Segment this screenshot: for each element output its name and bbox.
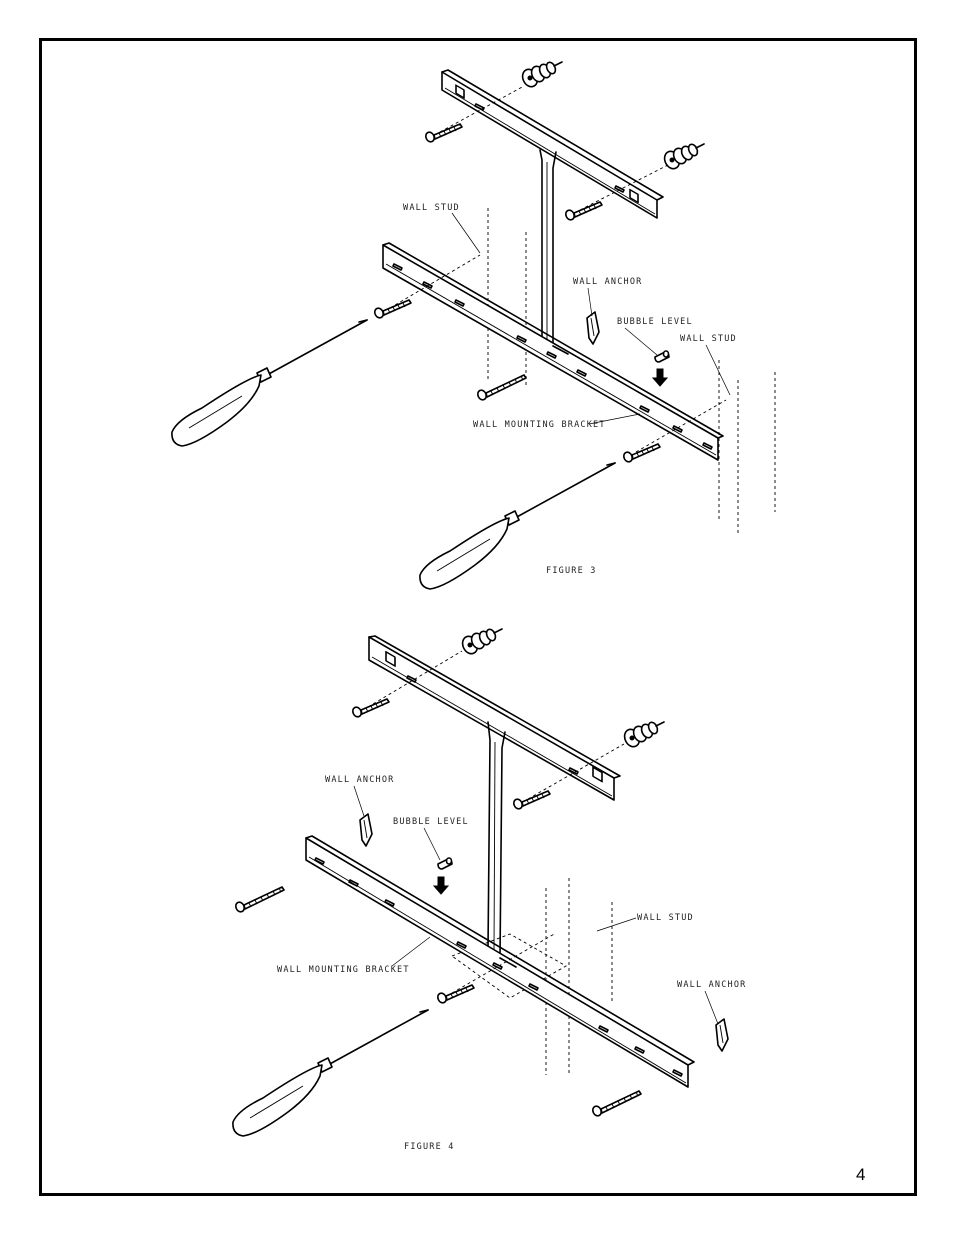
figure-3-caption: FIGURE 3 xyxy=(546,566,597,576)
wall-anchor-wedge-left xyxy=(359,813,373,847)
label-wall-anchor: WALL ANCHOR xyxy=(573,277,643,287)
screw-bottom-left xyxy=(372,299,412,321)
screw-top-left xyxy=(423,123,463,145)
wall-anchor-wedge xyxy=(586,311,600,345)
long-screw-left-fig4 xyxy=(233,886,285,915)
ribbed-anchor-right-fig4 xyxy=(621,720,665,750)
ribbed-anchor-top-left xyxy=(519,60,563,90)
top-bracket-arm-fig4 xyxy=(368,635,621,801)
wall-stud-lines-right xyxy=(718,360,776,535)
figure-4: WALL ANCHOR BUBBLE LEVEL WALL STUD WALL … xyxy=(232,627,747,1152)
screw-bottom-right xyxy=(621,443,661,465)
wall-mounting-bracket-fig3 xyxy=(382,242,724,461)
ribbed-anchor-top-left-fig4 xyxy=(459,627,503,657)
down-arrow-icon xyxy=(433,876,449,895)
figure-3: WALL STUD WALL ANCHOR BUBBLE LEVEL WALL … xyxy=(171,60,776,590)
wall-stud-lines xyxy=(545,878,613,1075)
down-arrow-icon xyxy=(652,368,668,387)
screw-top-right xyxy=(563,201,603,223)
long-screw-middle xyxy=(475,374,527,403)
wall-mounting-bracket-fig4 xyxy=(305,835,695,1088)
page-number: 4 xyxy=(856,1165,865,1184)
top-bracket-arm xyxy=(441,69,664,219)
label-wall-mounting-bracket-fig4: WALL MOUNTING BRACKET xyxy=(277,965,410,975)
ribbed-anchor-top-right xyxy=(661,142,705,172)
label-wall-anchor-right: WALL ANCHOR xyxy=(677,980,747,990)
screwdriver-fig4 xyxy=(232,1009,429,1137)
screwdriver-upper xyxy=(171,319,368,447)
bracket-vertical-post-fig4 xyxy=(487,721,506,959)
alignment-guide xyxy=(451,933,567,999)
screw-middle-right-fig4 xyxy=(511,790,551,812)
wall-stud-lines-left xyxy=(487,208,527,388)
figure-4-caption: FIGURE 4 xyxy=(404,1142,455,1152)
label-bubble-level-fig4: BUBBLE LEVEL xyxy=(393,817,469,827)
long-screw-right-fig4 xyxy=(590,1090,642,1119)
screw-lower-middle-fig4 xyxy=(435,984,475,1006)
bracket-vertical-post xyxy=(539,149,557,347)
page-border xyxy=(39,38,917,1196)
screw-top-left-fig4 xyxy=(350,698,390,720)
label-wall-stud-fig4: WALL STUD xyxy=(637,913,694,923)
label-bubble-level: BUBBLE LEVEL xyxy=(617,317,693,327)
label-wall-stud-left: WALL STUD xyxy=(403,203,460,213)
label-wall-mounting-bracket: WALL MOUNTING BRACKET xyxy=(473,420,606,430)
label-wall-stud-right: WALL STUD xyxy=(680,334,737,344)
bubble-level xyxy=(654,350,670,363)
label-wall-anchor-left: WALL ANCHOR xyxy=(325,775,395,785)
